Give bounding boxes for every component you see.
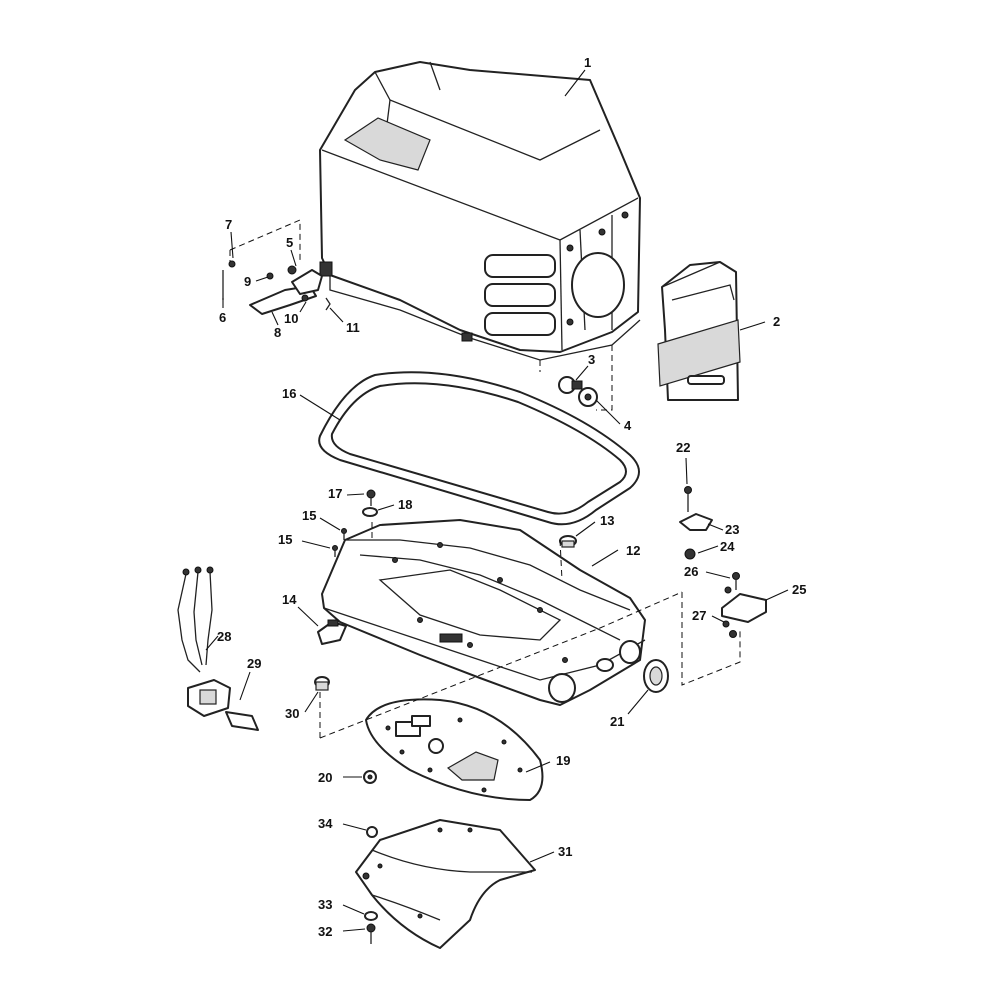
callout-29: 29 (247, 656, 261, 671)
callout-33: 33 (318, 897, 332, 912)
latch-assembly (222, 260, 331, 315)
clip-23 (679, 513, 713, 531)
latch-hook-14 (317, 619, 347, 645)
alignment-lines (229, 219, 741, 739)
callout-20: 20 (318, 770, 332, 785)
callout-15a: 15 (302, 508, 316, 523)
callout-28: 28 (217, 629, 231, 644)
callout-32: 32 (318, 924, 332, 939)
callout-31: 31 (558, 844, 572, 859)
callout-labels: 1 2 3 4 5 6 7 8 9 10 11 12 13 14 15 15 1… (217, 55, 806, 939)
callout-15b: 15 (278, 532, 292, 547)
callout-17: 17 (328, 486, 342, 501)
screws-26 (724, 572, 740, 594)
callout-5: 5 (286, 235, 293, 250)
grommet-30 (314, 676, 330, 691)
bottom-cowl (321, 519, 646, 706)
leader-lines (205, 69, 789, 932)
callout-25: 25 (792, 582, 806, 597)
vent-cover (657, 261, 741, 401)
lower-shield-31 (355, 819, 536, 949)
screws-27 (722, 620, 737, 638)
callout-22: 22 (676, 440, 690, 455)
top-cowl (319, 61, 641, 361)
callout-18: 18 (398, 497, 412, 512)
callout-24: 24 (720, 539, 735, 554)
callout-10: 10 (284, 311, 298, 326)
callout-21: 21 (610, 714, 624, 729)
bracket-25 (721, 593, 767, 623)
callout-8: 8 (274, 325, 281, 340)
washer-33 (364, 911, 378, 921)
nut-20 (363, 770, 377, 784)
washer-4 (578, 387, 598, 407)
grommet-21 (643, 659, 669, 693)
callout-14: 14 (282, 592, 297, 607)
plate-19 (365, 698, 544, 801)
callout-4: 4 (624, 418, 632, 433)
callout-11: 11 (346, 320, 360, 335)
callout-19: 19 (556, 753, 570, 768)
nut-24 (684, 548, 696, 560)
screw-32 (366, 923, 376, 944)
cowl-seal (318, 371, 640, 526)
callout-1: 1 (584, 55, 591, 70)
washer-18 (362, 507, 378, 517)
nut-34 (366, 826, 378, 838)
callout-13: 13 (600, 513, 614, 528)
callout-9: 9 (244, 274, 251, 289)
callout-7: 7 (225, 217, 232, 232)
grommet-3 (558, 376, 583, 394)
callout-3: 3 (588, 352, 595, 367)
plug-13 (559, 535, 577, 548)
screw-15b (332, 545, 338, 557)
callout-34: 34 (318, 816, 333, 831)
screw-17 (366, 489, 376, 506)
callout-16: 16 (282, 386, 296, 401)
callout-23: 23 (725, 522, 739, 537)
callout-12: 12 (626, 543, 640, 558)
screw-15a (341, 528, 347, 540)
callout-6: 6 (219, 310, 226, 325)
retainer-29 (225, 711, 259, 731)
callout-26: 26 (684, 564, 698, 579)
wiring-harness-28 (177, 566, 231, 717)
bolt-22 (684, 486, 692, 512)
callout-27: 27 (692, 608, 706, 623)
callout-2: 2 (773, 314, 780, 329)
callout-30: 30 (285, 706, 299, 721)
